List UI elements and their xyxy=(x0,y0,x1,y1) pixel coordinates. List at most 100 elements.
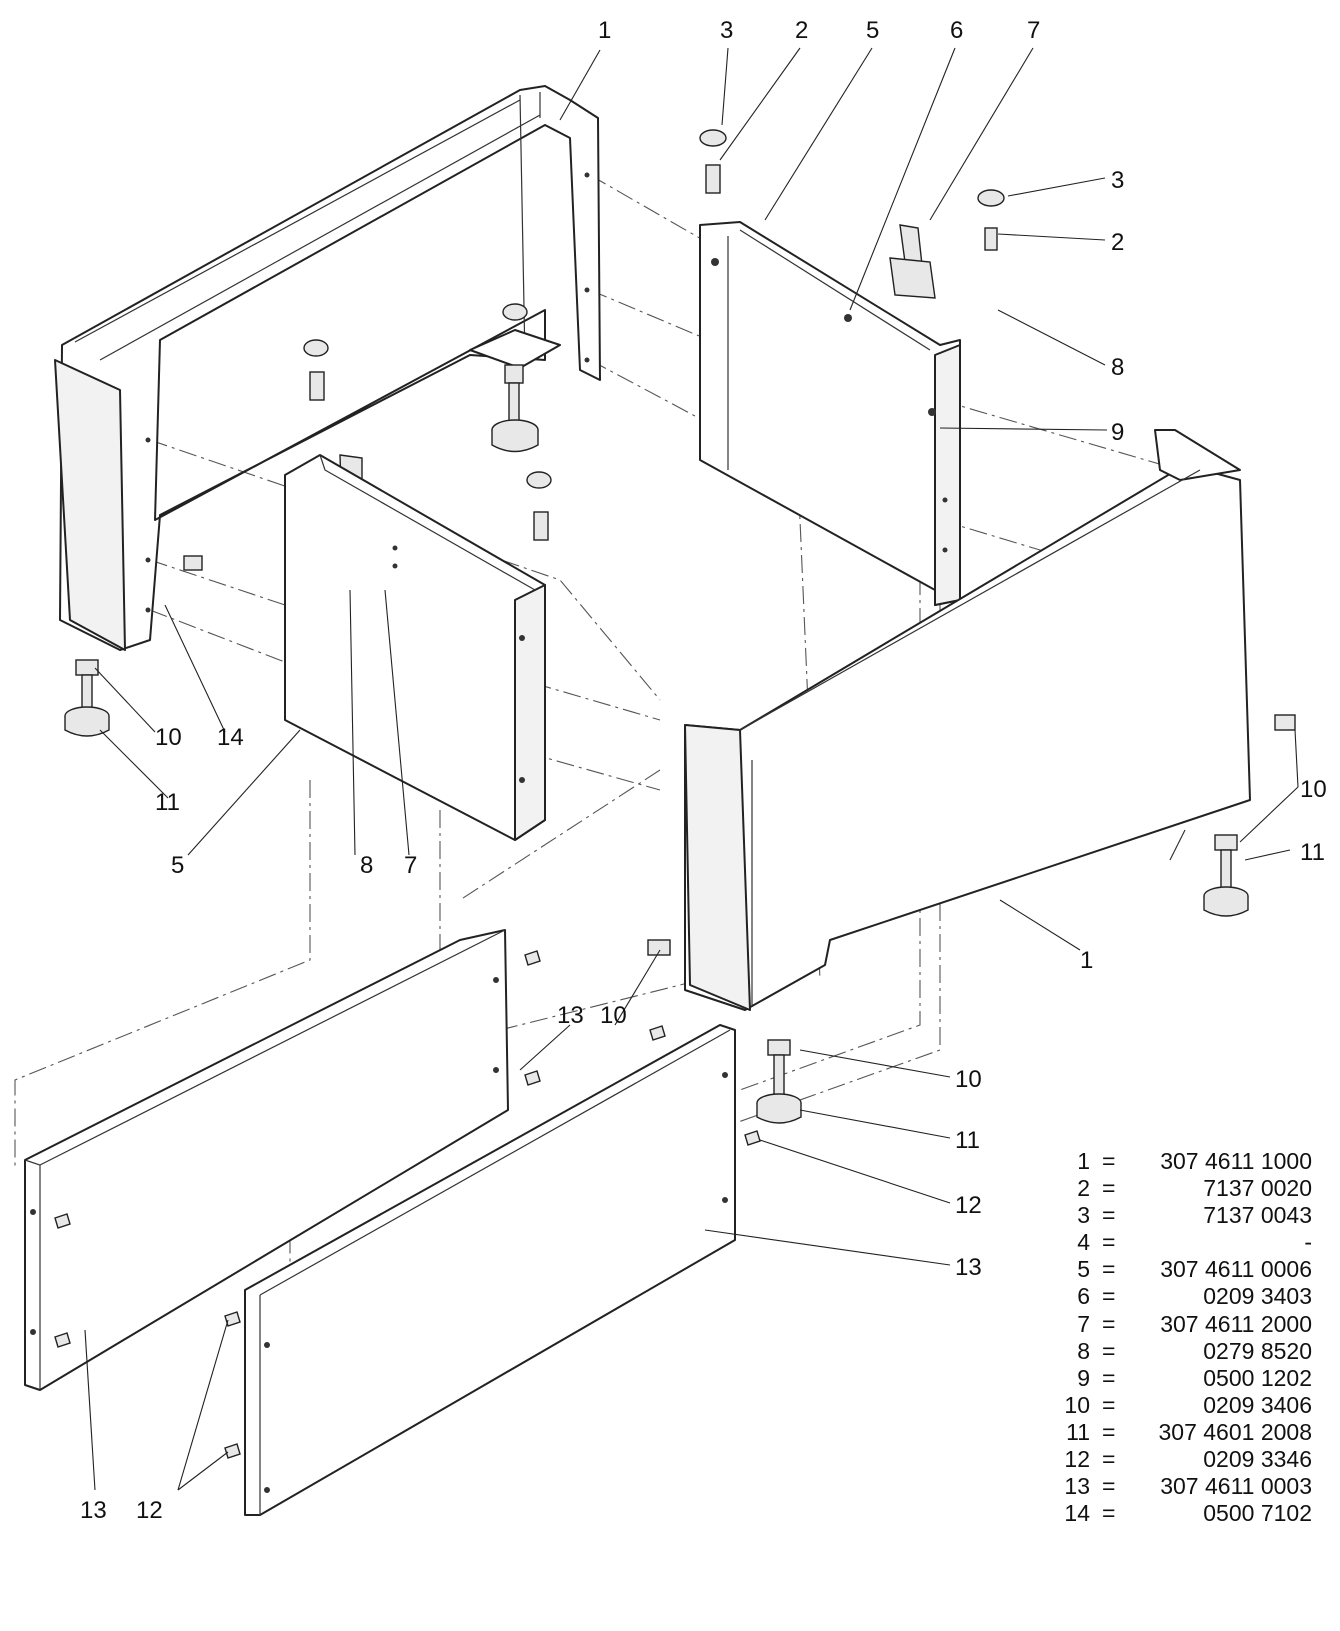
legend-part-number: 5 xyxy=(1077,1256,1090,1283)
callout-labels: 1 3 2 5 6 7 3 2 8 9 10 14 11 5 8 7 10 11… xyxy=(80,17,1327,1524)
legend-row-6: 6 = 0209 3403 xyxy=(1040,1283,1330,1310)
legend-equals: = xyxy=(1102,1418,1116,1445)
callout-9-right: 9 xyxy=(1111,419,1124,446)
legend-row-13: 13 = 307 4611 0003 xyxy=(1040,1473,1330,1500)
callout-11-left: 11 xyxy=(155,789,180,816)
legend-article-code: 0279 8520 xyxy=(1203,1337,1312,1364)
legend-row-12: 12 = 0209 3346 xyxy=(1040,1446,1330,1473)
legend-equals: = xyxy=(1102,1473,1116,1500)
foot-front xyxy=(647,939,802,1124)
legend-part-number: 12 xyxy=(1064,1446,1090,1473)
legend-equals: = xyxy=(1102,1283,1116,1310)
legend-part-number: 14 xyxy=(1064,1500,1090,1527)
bottom-panel-right xyxy=(244,1024,736,1516)
callout-3-right: 3 xyxy=(1111,167,1124,194)
legend-equals: = xyxy=(1102,1337,1116,1364)
leveling-feet xyxy=(64,555,1296,1124)
rear-side-panel xyxy=(54,85,601,651)
callout-13-a: 13 xyxy=(557,1002,584,1029)
callout-13-b: 13 xyxy=(955,1254,982,1281)
foot-right xyxy=(1203,714,1296,917)
legend-part-number: 3 xyxy=(1077,1202,1090,1229)
legend-equals: = xyxy=(1102,1175,1116,1202)
legend-row-14: 14 = 0500 7102 xyxy=(1040,1500,1330,1527)
callout-2-top: 2 xyxy=(795,17,808,44)
legend-article-code: 0209 3346 xyxy=(1203,1446,1312,1473)
callout-7-middle: 7 xyxy=(404,852,417,879)
callout-10-left: 10 xyxy=(155,724,182,751)
callout-8-middle: 8 xyxy=(360,852,373,879)
parts-legend: 1 = 307 4611 1000 2 = 7137 0020 3 = 7137 0043 4 = -… xyxy=(1040,1148,1330,1527)
callout-5-top: 5 xyxy=(866,17,879,44)
legend-row-7: 7 = 307 4611 2000 xyxy=(1040,1311,1330,1338)
legend-article-code: 0209 3406 xyxy=(1203,1391,1312,1418)
callout-8-right: 8 xyxy=(1111,354,1124,381)
callout-12-b: 12 xyxy=(136,1497,163,1524)
callout-1-front: 1 xyxy=(1080,947,1093,974)
legend-article-code: 307 4601 2008 xyxy=(1158,1418,1313,1445)
legend-part-number: 7 xyxy=(1077,1310,1090,1337)
legend-article-code: - xyxy=(1304,1229,1312,1256)
callout-2-right: 2 xyxy=(1111,229,1124,256)
legend-article-code: 307 4611 2000 xyxy=(1160,1310,1312,1337)
center-foot-bracket xyxy=(469,303,561,453)
bottom-panel-left xyxy=(24,929,509,1391)
spacers-and-washers xyxy=(303,129,1005,541)
legend-row-11: 11 = 307 4601 2008 xyxy=(1040,1419,1330,1446)
legend-row-9: 9 = 0500 1202 xyxy=(1040,1365,1330,1392)
leader-lines xyxy=(84,47,1299,1491)
legend-article-code: 307 4611 0006 xyxy=(1160,1256,1312,1283)
legend-article-code: 0500 7102 xyxy=(1203,1500,1312,1527)
legend-equals: = xyxy=(1102,1391,1116,1418)
callout-12-a: 12 xyxy=(955,1192,982,1219)
legend-equals: = xyxy=(1102,1202,1116,1229)
callout-5-left: 5 xyxy=(171,852,184,879)
legend-equals: = xyxy=(1102,1500,1116,1527)
callout-3-top: 3 xyxy=(720,17,733,44)
legend-part-number: 10 xyxy=(1064,1391,1090,1418)
legend-article-code: 307 4611 1000 xyxy=(1160,1148,1312,1174)
legend-row-3: 3 = 7137 0043 xyxy=(1040,1202,1330,1229)
callout-7-top: 7 xyxy=(1027,17,1040,44)
callout-10-b: 10 xyxy=(955,1066,982,1093)
legend-row-10: 10 = 0209 3406 xyxy=(1040,1392,1330,1419)
legend-row-1: 1 = 307 4611 1000 xyxy=(1040,1148,1330,1175)
callout-1-top: 1 xyxy=(598,17,611,44)
legend-part-number: 6 xyxy=(1077,1283,1090,1310)
legend-row-8: 8 = 0279 8520 xyxy=(1040,1338,1330,1365)
front-left-panel xyxy=(284,454,546,841)
callout-6-top: 6 xyxy=(950,17,963,44)
callout-14-left: 14 xyxy=(217,724,244,751)
legend-equals: = xyxy=(1102,1256,1116,1283)
legend-article-code: 307 4611 0003 xyxy=(1160,1473,1312,1500)
screws xyxy=(54,950,761,1459)
foot-left xyxy=(64,659,110,737)
legend-equals: = xyxy=(1102,1310,1116,1337)
callout-13-c: 13 xyxy=(80,1497,107,1524)
legend-equals: = xyxy=(1102,1229,1116,1256)
legend-part-number: 13 xyxy=(1064,1473,1090,1500)
legend-row-4: 4 = - xyxy=(1040,1229,1330,1256)
callout-10-a: 10 xyxy=(600,1002,627,1029)
legend-equals: = xyxy=(1102,1148,1116,1174)
legend-part-number: 4 xyxy=(1077,1229,1090,1256)
legend-part-number: 8 xyxy=(1077,1337,1090,1364)
legend-part-number: 11 xyxy=(1066,1418,1090,1445)
legend-article-code: 0209 3403 xyxy=(1203,1283,1312,1310)
callout-11-b: 11 xyxy=(955,1127,980,1154)
legend-article-code: 0500 1202 xyxy=(1203,1364,1312,1391)
callout-10-right: 10 xyxy=(1300,776,1327,803)
legend-part-number: 1 xyxy=(1077,1148,1090,1174)
callout-11-right: 11 xyxy=(1300,839,1325,866)
legend-part-number: 2 xyxy=(1077,1175,1090,1202)
legend-equals: = xyxy=(1102,1364,1116,1391)
front-side-panel xyxy=(684,429,1251,1011)
legend-article-code: 7137 0043 xyxy=(1203,1202,1312,1229)
legend-article-code: 7137 0020 xyxy=(1203,1175,1312,1202)
right-rear-panel xyxy=(699,221,961,606)
legend-row-5: 5 = 307 4611 0006 xyxy=(1040,1256,1330,1283)
legend-row-2: 2 = 7137 0020 xyxy=(1040,1175,1330,1202)
legend-equals: = xyxy=(1102,1446,1116,1473)
legend-part-number: 9 xyxy=(1077,1364,1090,1391)
